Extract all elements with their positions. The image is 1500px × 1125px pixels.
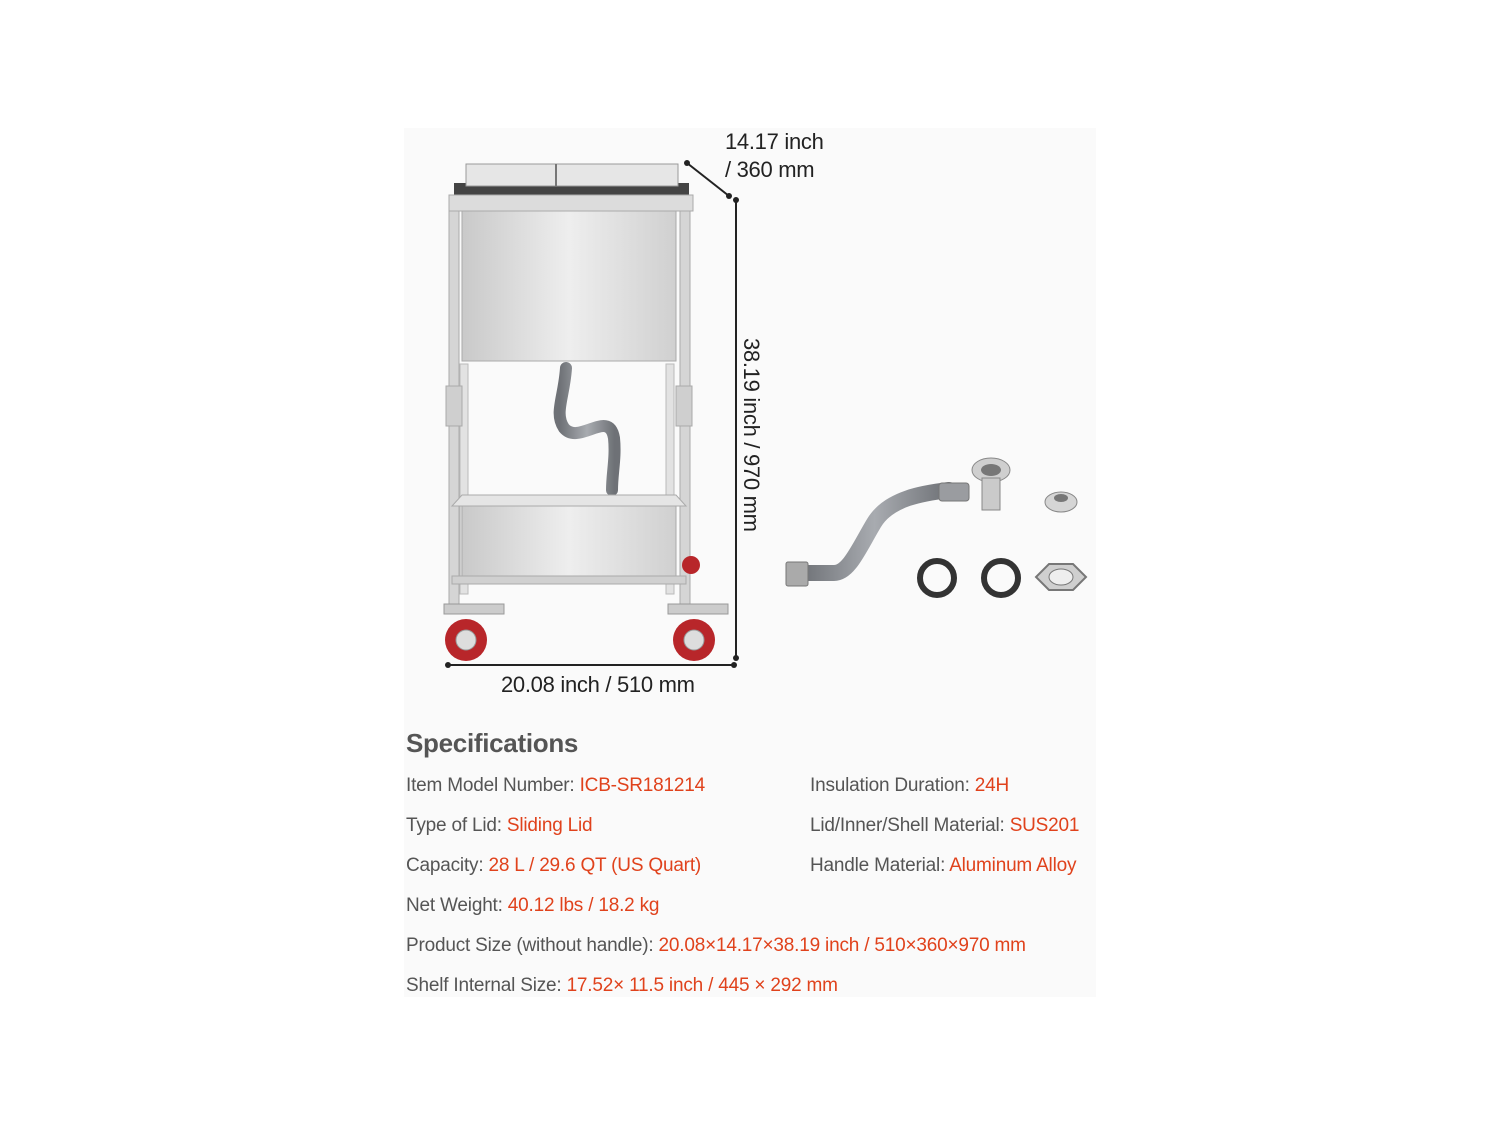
product-illustration	[443, 160, 1088, 668]
spec-lid-type: Type of Lid: Sliding Lid	[406, 815, 593, 836]
rubber-washer-2	[981, 558, 1021, 598]
spec-model-number: Item Model Number: ICB-SR181214	[406, 775, 705, 796]
depth-inch: 14.17 inch	[725, 129, 824, 154]
sliding-lid	[465, 163, 679, 187]
rubber-washer-1	[917, 558, 957, 598]
width-dimension: 20.08 inch / 510 mm	[501, 672, 695, 697]
spec-shelf-size: Shelf Internal Size: 17.52× 11.5 inch / …	[406, 975, 838, 996]
lower-shelf	[461, 505, 677, 577]
cart	[443, 163, 729, 661]
product-card: 14.17 inch / 360 mm 38.19 inch / 970 mm …	[404, 128, 1096, 997]
drain-hose	[553, 362, 621, 496]
spec-insulation-duration: Insulation Duration: 24H	[810, 775, 1010, 796]
accessory-hose	[792, 482, 957, 581]
spec-material: Lid/Inner/Shell Material: SUS201	[810, 815, 1080, 836]
dimension-lines	[445, 160, 739, 668]
drain-strainer	[971, 457, 1011, 511]
depth-dimension: 14.17 inch / 360 mm	[725, 128, 865, 184]
spec-capacity: Capacity: 28 L / 29.6 QT (US Quart)	[406, 855, 702, 876]
accessories	[785, 457, 1088, 598]
cooler-box	[461, 210, 677, 362]
caster-wheels	[443, 556, 729, 661]
spec-net-weight: Net Weight: 40.12 lbs / 18.2 kg	[406, 895, 660, 916]
depth-mm: / 360 mm	[725, 157, 815, 182]
top-frame	[448, 194, 694, 212]
hex-nut	[1034, 563, 1088, 591]
drain-plug	[1044, 491, 1078, 513]
spec-handle-material: Handle Material: Aluminum Alloy	[810, 855, 1077, 876]
spec-product-size: Product Size (without handle): 20.08×14.…	[406, 935, 1026, 956]
specifications-title: Specifications	[406, 728, 579, 758]
height-dimension: 38.19 inch / 970 mm	[739, 338, 764, 532]
